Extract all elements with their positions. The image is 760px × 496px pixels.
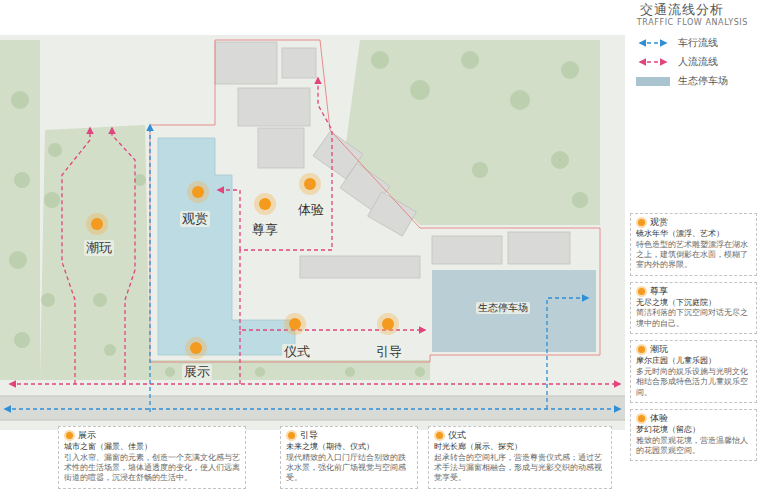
legend-line-sample xyxy=(636,57,670,67)
legend-text: 车行流线 xyxy=(678,36,718,50)
green-areas xyxy=(0,40,600,380)
point-dot xyxy=(638,219,645,226)
card-header: 引导 xyxy=(286,430,412,441)
card-header: 展示 xyxy=(64,430,240,441)
card-body: 多元时尚的娱乐设施与光明文化相结合形成特色活力儿童娱乐空间。 xyxy=(636,367,751,398)
card-heading: 观赏 xyxy=(650,217,668,228)
card-body: 起承转合的空间礼序，营造尊贵仪式感；通过艺术手法与漏窗相融合，形成与光影交织的动… xyxy=(434,453,606,484)
map-label: 仪式 xyxy=(282,344,312,360)
card-subtitle: 未来之境（期待、仪式） xyxy=(286,442,412,452)
legend-row: 车行流线 xyxy=(636,36,718,50)
description-card: 尊享无尽之境（下沉庭院）简洁利落的下沉空间对话无尽之境中的自己。 xyxy=(630,282,757,334)
legend-row: 生态停车场 xyxy=(636,74,728,88)
card-subtitle: 无尽之境（下沉庭院） xyxy=(636,298,751,308)
point-dot xyxy=(638,346,645,353)
legend-text: 人流流线 xyxy=(678,55,718,69)
description-card: 展示城市之窗（漏景、佳景）引入水帘、漏窗的元素，创造一个充满文化感与艺术性的生活… xyxy=(58,426,246,489)
card-header: 尊享 xyxy=(636,286,751,297)
subtitle: TRAFFIC FLOW ANALYSIS xyxy=(637,18,748,27)
map-label: 引导 xyxy=(374,344,404,360)
eco-parking xyxy=(432,270,596,352)
point-dot xyxy=(436,432,443,439)
card-subtitle: 摩尔庄园（儿童乐园） xyxy=(636,356,751,366)
card-subtitle: 时光长廊（展示、探究） xyxy=(434,442,606,452)
card-body: 特色造型的艺术雕塑漂浮在湖水之上，建筑倒影在水面，模糊了室内外的界限。 xyxy=(636,240,751,271)
legend-line-sample xyxy=(636,38,670,48)
card-heading: 体验 xyxy=(650,413,668,424)
card-body: 现代精致的入口门厅结合别致的跌水水景，强化前广场视觉与空间感受。 xyxy=(286,453,412,484)
card-body: 引入水帘、漏窗的元素，创造一个充满文化感与艺术性的生活场景，墙体通透度的变化，使… xyxy=(64,453,240,484)
point-dot xyxy=(638,415,645,422)
card-subtitle: 城市之窗（漏景、佳景） xyxy=(64,442,240,452)
description-card: 潮玩摩尔庄园（儿童乐园）多元时尚的娱乐设施与光明文化相结合形成特色活力儿童娱乐空… xyxy=(630,340,757,403)
map-label: 展示 xyxy=(182,364,212,380)
description-card: 观赏镜水年华（漂浮、艺术）特色造型的艺术雕塑漂浮在湖水之上，建筑倒影在水面，模糊… xyxy=(630,213,757,276)
card-header: 仪式 xyxy=(434,430,606,441)
card-body: 雅致的景观花境，营造温馨怡人的花园景观空间。 xyxy=(636,436,751,457)
site-boundary xyxy=(150,40,600,362)
vehicle-flow xyxy=(5,125,620,412)
description-card: 体验梦幻花境（留恋）雅致的景观花境，营造温馨怡人的花园景观空间。 xyxy=(630,409,757,461)
card-header: 观赏 xyxy=(636,217,751,228)
point-dot xyxy=(288,432,295,439)
card-body: 简洁利落的下沉空间对话无尽之境中的自己。 xyxy=(636,308,751,329)
description-card: 引导未来之境（期待、仪式）现代精致的入口门厅结合别致的跌水水景，强化前广场视觉与… xyxy=(280,426,418,489)
card-heading: 仪式 xyxy=(448,430,466,441)
point-dot xyxy=(66,432,73,439)
map-label: 观赏 xyxy=(180,211,210,227)
card-header: 潮玩 xyxy=(636,344,751,355)
map-label: 尊享 xyxy=(250,222,280,238)
legend-text: 生态停车场 xyxy=(678,74,728,88)
parking-label: 生态停车场 xyxy=(476,302,530,314)
map-label: 潮玩 xyxy=(84,240,114,256)
pedestrian-flow xyxy=(10,78,620,384)
map-label: 体验 xyxy=(296,202,326,218)
card-subtitle: 镜水年华（漂浮、艺术） xyxy=(636,229,751,239)
viewpoints xyxy=(86,173,399,359)
plan-ground xyxy=(0,35,625,430)
road xyxy=(0,396,625,420)
lake xyxy=(158,138,295,355)
card-heading: 展示 xyxy=(78,430,96,441)
card-header: 体验 xyxy=(636,413,751,424)
point-dot xyxy=(638,288,645,295)
description-card: 仪式时光长廊（展示、探究）起承转合的空间礼序，营造尊贵仪式感；通过艺术手法与漏窗… xyxy=(428,426,612,489)
legend-row: 人流流线 xyxy=(636,55,718,69)
buildings xyxy=(215,42,570,278)
card-heading: 引导 xyxy=(300,430,318,441)
page-title: 交通流线分析 xyxy=(640,1,724,19)
legend-swatch xyxy=(636,77,670,86)
card-heading: 潮玩 xyxy=(650,344,668,355)
card-subtitle: 梦幻花境（留恋） xyxy=(636,425,751,435)
card-heading: 尊享 xyxy=(650,286,668,297)
